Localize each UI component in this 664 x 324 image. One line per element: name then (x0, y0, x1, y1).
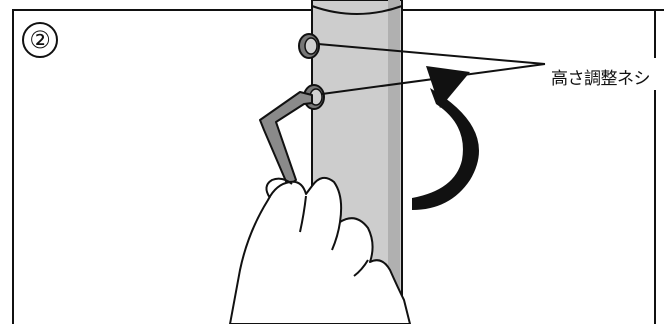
hex-key-icon (259, 91, 313, 187)
step-number-badge: ② (22, 22, 58, 58)
hand-icon (229, 176, 411, 324)
screw-icon (298, 33, 325, 110)
height-adjust-screw-label: 高さ調整ネシ (551, 69, 651, 89)
rotate-arrow-icon (412, 66, 479, 210)
